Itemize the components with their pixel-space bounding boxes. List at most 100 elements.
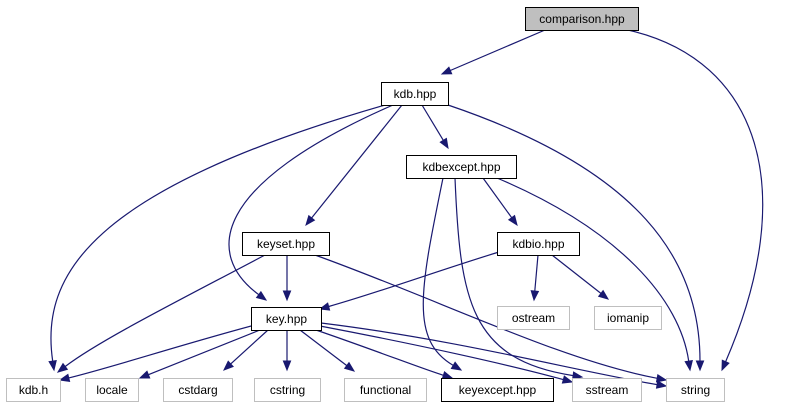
edge-line bbox=[148, 329, 261, 376]
edge-line bbox=[64, 254, 266, 367]
arrowhead bbox=[440, 66, 453, 75]
edge-line bbox=[551, 254, 602, 294]
edge-key-to-locale bbox=[138, 329, 261, 379]
node-kdbexcept[interactable]: kdbexcept.hpp bbox=[406, 155, 517, 179]
edge-line bbox=[230, 329, 269, 365]
node-box bbox=[254, 378, 321, 402]
node-box bbox=[441, 378, 554, 402]
edge-line bbox=[422, 177, 454, 366]
node-ostream[interactable]: ostream bbox=[497, 306, 570, 330]
node-label: key.hpp bbox=[266, 312, 307, 326]
arrowhead bbox=[318, 302, 331, 311]
node-functional[interactable]: functional bbox=[344, 378, 427, 402]
arrowhead bbox=[530, 290, 540, 302]
edge-kdbexcept-to-kdbio bbox=[482, 177, 518, 227]
arrowhead bbox=[507, 214, 518, 227]
node-label: functional bbox=[360, 383, 411, 397]
node-string[interactable]: string bbox=[666, 378, 725, 402]
node-cstring[interactable]: cstring bbox=[254, 378, 321, 402]
node-key[interactable]: key.hpp bbox=[251, 307, 322, 331]
node-keyexcept[interactable]: keyexcept.hpp bbox=[441, 378, 554, 402]
edge-line bbox=[50, 104, 386, 362]
node-sstream[interactable]: sstream bbox=[572, 378, 642, 402]
edge-line bbox=[228, 104, 394, 296]
node-box bbox=[594, 306, 662, 330]
edge-kdbio-to-key bbox=[318, 251, 500, 311]
node-locale[interactable]: locale bbox=[85, 378, 139, 402]
node-kdb_h[interactable]: kdb.h bbox=[6, 378, 61, 402]
node-box bbox=[666, 378, 725, 402]
edge-key-to-functional bbox=[299, 329, 356, 372]
edge-kdb_hpp-to-keyset bbox=[305, 104, 403, 227]
arrowhead bbox=[305, 214, 316, 227]
arrowhead bbox=[255, 290, 268, 301]
edge-keyset-to-kdb_h bbox=[56, 254, 266, 373]
arrowhead bbox=[450, 361, 463, 371]
arrowhead bbox=[58, 373, 71, 383]
edge-line bbox=[627, 29, 764, 362]
edge-kdbexcept-to-keyexcept bbox=[422, 177, 463, 371]
node-label: iomanip bbox=[607, 311, 649, 325]
arrowhead bbox=[56, 362, 69, 373]
nodes-layer: comparison.hpp kdb.hpp kdbexcept.hpp keyset… bbox=[6, 7, 725, 402]
node-label: keyexcept.hpp bbox=[459, 383, 537, 397]
node-cstdarg[interactable]: cstdarg bbox=[163, 378, 233, 402]
edge-comparison-to-kdb_hpp bbox=[440, 29, 546, 75]
arrowhead bbox=[695, 360, 705, 372]
edge-kdbio-to-iomanip bbox=[551, 254, 610, 300]
node-label: cstring bbox=[270, 383, 305, 397]
node-label: kdb.h bbox=[19, 383, 48, 397]
edge-line bbox=[454, 177, 574, 377]
edge-line bbox=[450, 29, 546, 72]
edge-line bbox=[534, 254, 539, 292]
edge-line bbox=[328, 251, 500, 308]
node-box bbox=[85, 378, 139, 402]
node-keyset[interactable]: keyset.hpp bbox=[242, 232, 330, 256]
edge-line bbox=[482, 177, 513, 219]
edge-line bbox=[68, 324, 256, 379]
edge-kdbexcept-to-sstream bbox=[454, 177, 584, 380]
node-box bbox=[497, 306, 570, 330]
edge-kdb_hpp-to-key bbox=[228, 104, 394, 301]
node-comparison[interactable]: comparison.hpp bbox=[525, 7, 639, 31]
arrowhead bbox=[223, 360, 234, 371]
arrowhead bbox=[441, 371, 454, 380]
node-label: keyset.hpp bbox=[257, 237, 315, 251]
node-kdb_hpp[interactable]: kdb.hpp bbox=[381, 82, 449, 106]
edge-line bbox=[320, 322, 658, 386]
node-box bbox=[497, 232, 580, 256]
node-label: kdb.hpp bbox=[394, 87, 437, 101]
edge-kdbexcept-to-string bbox=[496, 177, 693, 372]
arrowhead bbox=[655, 373, 668, 383]
edge-line bbox=[311, 104, 403, 219]
edge-kdb_hpp-to-kdbexcept bbox=[421, 104, 449, 150]
node-label: kdbio.hpp bbox=[512, 237, 564, 251]
edge-line bbox=[496, 177, 690, 362]
node-box bbox=[251, 307, 322, 331]
node-box bbox=[381, 82, 449, 106]
edge-key-to-kdb_h bbox=[58, 324, 256, 383]
edge-line bbox=[319, 325, 564, 381]
node-box bbox=[6, 378, 61, 402]
arrowhead bbox=[343, 361, 356, 372]
edge-comparison-to-string bbox=[627, 29, 764, 372]
node-box bbox=[525, 7, 639, 31]
node-iomanip[interactable]: iomanip bbox=[594, 306, 662, 330]
node-kdbio[interactable]: kdbio.hpp bbox=[497, 232, 580, 256]
arrowhead bbox=[138, 370, 151, 379]
arrowhead bbox=[561, 375, 574, 384]
edges-layer bbox=[48, 29, 764, 389]
edge-key-to-keyexcept bbox=[315, 329, 454, 380]
arrowhead bbox=[721, 359, 730, 372]
arrowhead bbox=[684, 360, 693, 372]
node-box bbox=[163, 378, 233, 402]
node-box bbox=[406, 155, 517, 179]
edge-keyset-to-key bbox=[282, 255, 292, 302]
edge-line bbox=[314, 254, 658, 379]
arrowhead bbox=[48, 360, 57, 372]
edge-line bbox=[447, 104, 701, 362]
edge-line bbox=[421, 104, 444, 141]
edge-kdb_hpp-to-string bbox=[447, 104, 705, 372]
node-label: locale bbox=[96, 383, 128, 397]
